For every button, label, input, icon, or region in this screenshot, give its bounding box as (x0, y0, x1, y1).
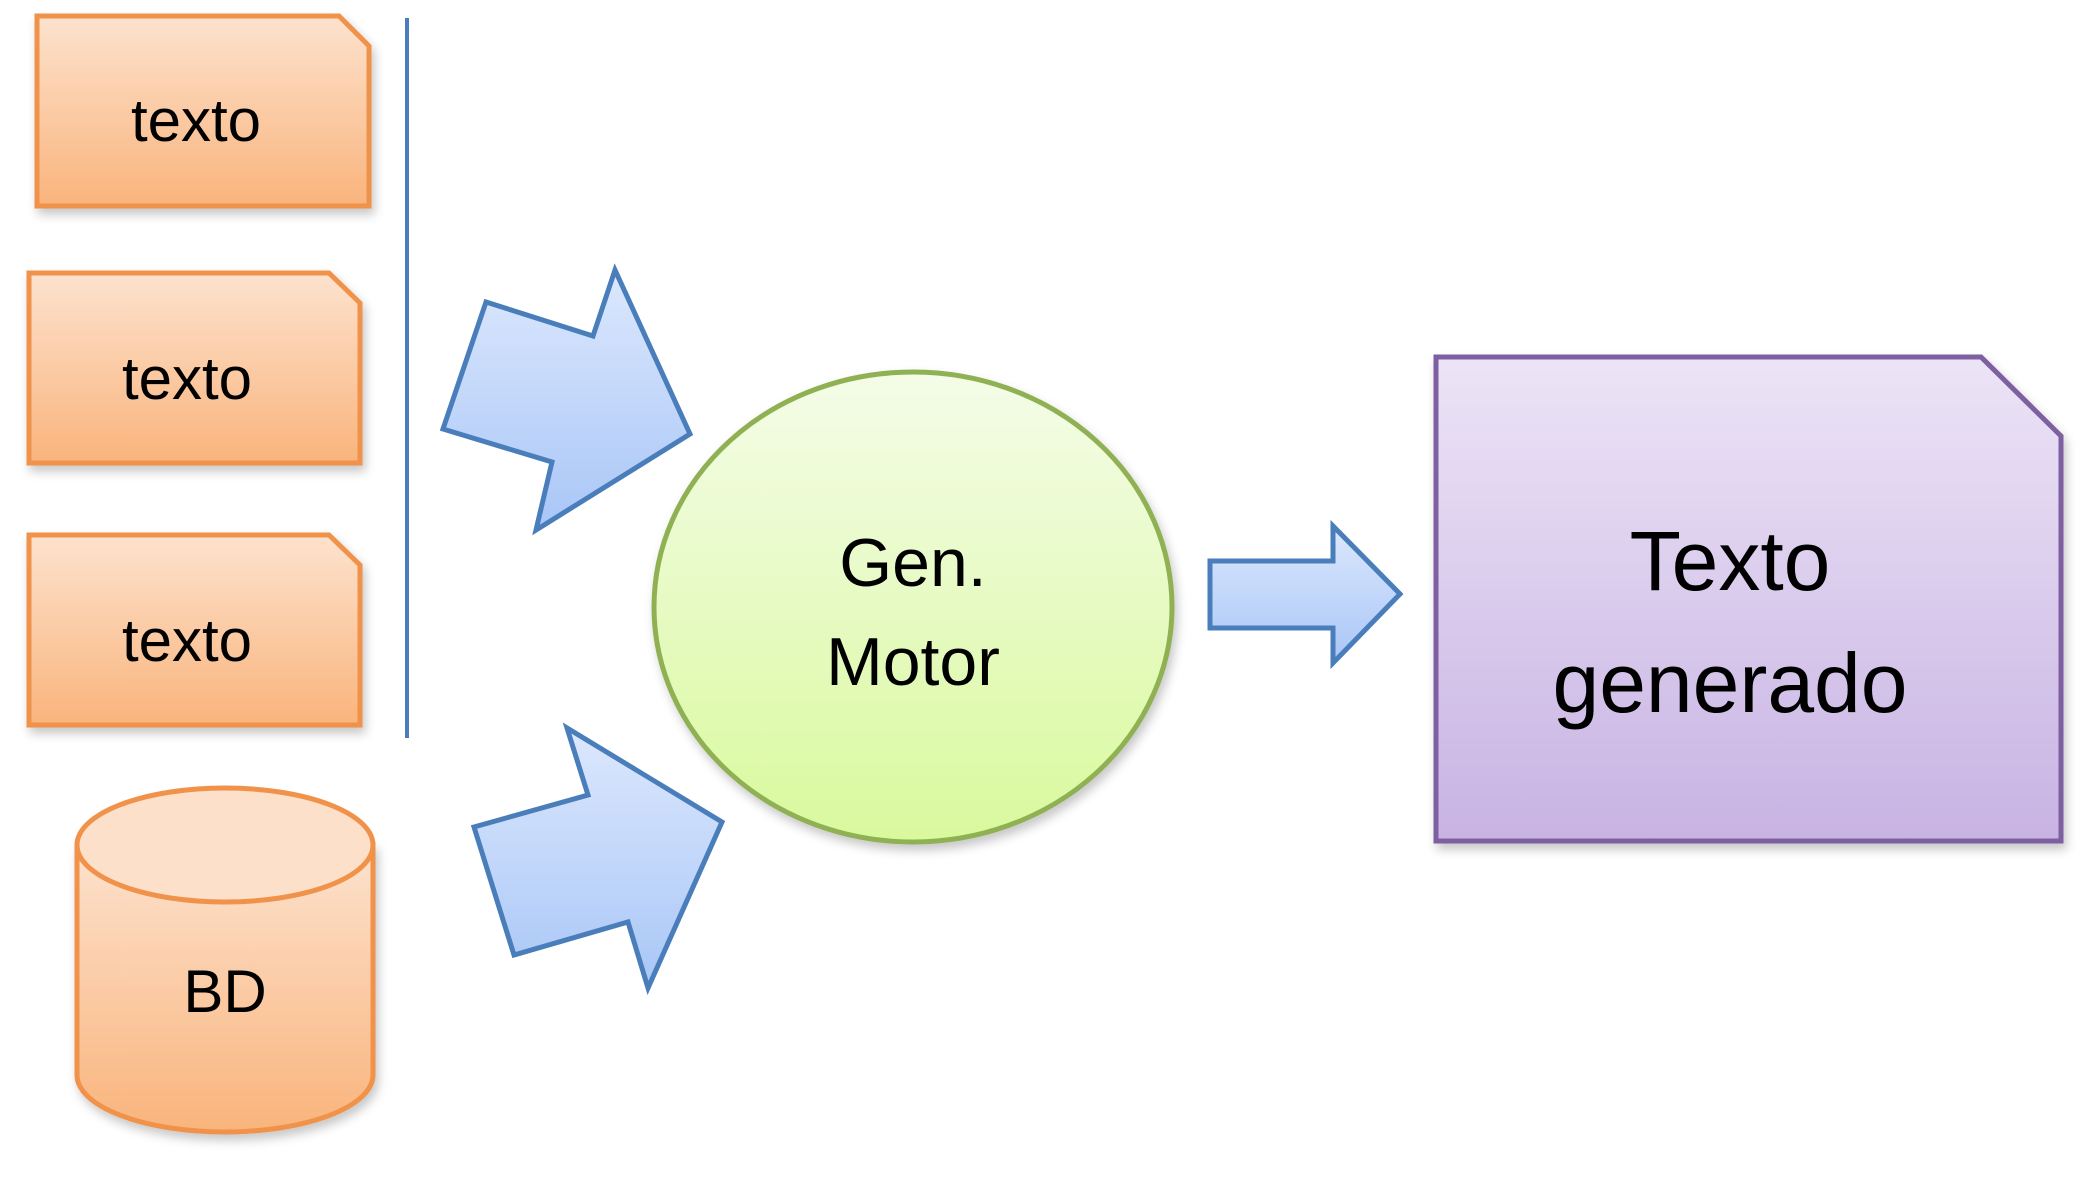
input-arrow-upper (439, 263, 694, 536)
database-label: BD (183, 958, 266, 1025)
output-label-line2: generado (1553, 636, 1908, 730)
output-label-line1: Texto (1630, 514, 1831, 608)
database-cylinder: BD (74, 785, 376, 1135)
output-document: Texto generado (1433, 354, 2064, 844)
input-document-3: texto (26, 532, 363, 728)
input-document-2: texto (26, 270, 363, 466)
output-arrow (1207, 519, 1404, 670)
engine-label-line1: Gen. (839, 525, 986, 601)
input-document-3-label: texto (122, 607, 252, 674)
input-document-1-label: texto (131, 87, 261, 154)
input-document-1: texto (34, 13, 372, 209)
engine-label-line2: Motor (826, 624, 1000, 700)
input-arrow-lower (470, 722, 726, 996)
input-document-2-label: texto (122, 345, 252, 412)
generation-engine: Gen. Motor (651, 369, 1175, 845)
